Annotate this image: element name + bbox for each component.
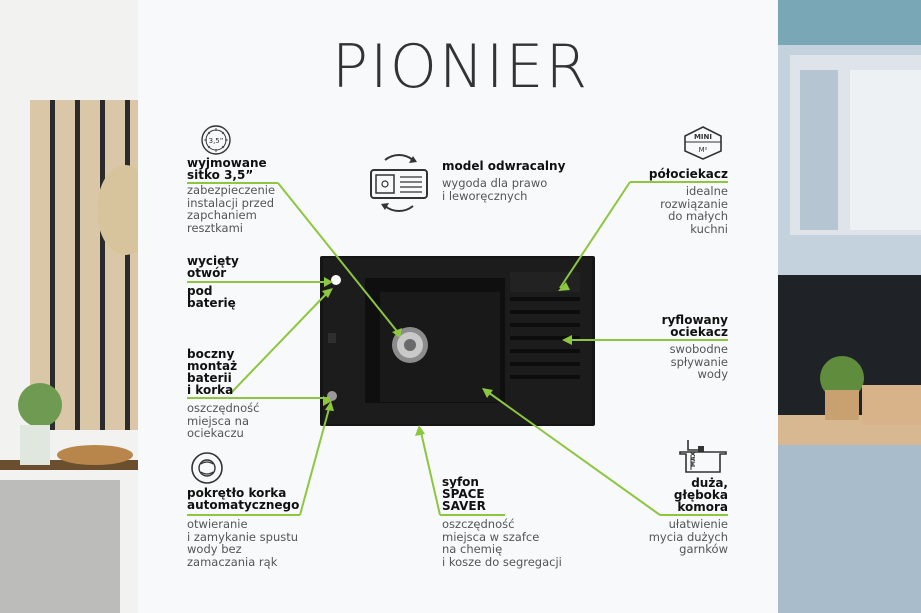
polociekacz-desc: idealne rozwiązanie do małych kuchni	[660, 184, 728, 236]
montaz-heading: boczny montaż baterii i korka	[187, 347, 238, 397]
deep-bowl-icon: MAX	[679, 440, 727, 473]
mini-drainer-icon: MINI M²	[684, 126, 722, 160]
polociekacz-heading: półociekacz	[648, 167, 728, 181]
svg-text:MAX: MAX	[690, 451, 697, 467]
model-heading: model odwracalny	[442, 159, 566, 173]
pokretlo-desc: otwieranie i zamykanie spustu wody bez z…	[187, 517, 299, 569]
reversible-sink-icon	[370, 153, 428, 213]
sitko-desc: zabezpieczenie instalacji przed zapchani…	[187, 183, 276, 235]
svg-text:MINI: MINI	[694, 133, 712, 141]
svg-text:3,5”: 3,5”	[209, 137, 224, 145]
product-title: PIONIER	[331, 32, 590, 102]
komora-heading: duża, głęboka komora	[673, 476, 728, 514]
ryflowany-desc: swobodne spływanie wody	[669, 342, 728, 381]
montaz-desc: oszczędność miejsca na ociekaczu	[187, 401, 260, 440]
sitko-heading: wyjmowane sitko 3,5”	[187, 156, 267, 182]
model-desc: wygoda dla prawo i leworęcznych	[442, 176, 548, 203]
automatic-plug-icon	[191, 452, 223, 484]
syfon-desc: oszczędność miejsca w szafce na chemię i…	[442, 517, 562, 569]
svg-text:M²: M²	[699, 146, 708, 154]
ryflowany-heading: ryflowany ociekacz	[661, 313, 728, 339]
pokretlo-heading: pokrętło korka automatycznego	[187, 486, 300, 512]
otwor-heading: wycięty otwór	[187, 254, 239, 280]
komora-desc: ułatwienie mycia dużych garnków	[648, 517, 728, 556]
otwor-heading-2: pod baterię	[187, 284, 236, 310]
syfon-heading: syfon SPACE SAVER	[442, 475, 486, 513]
strainer-icon: 3,5”	[201, 125, 231, 155]
